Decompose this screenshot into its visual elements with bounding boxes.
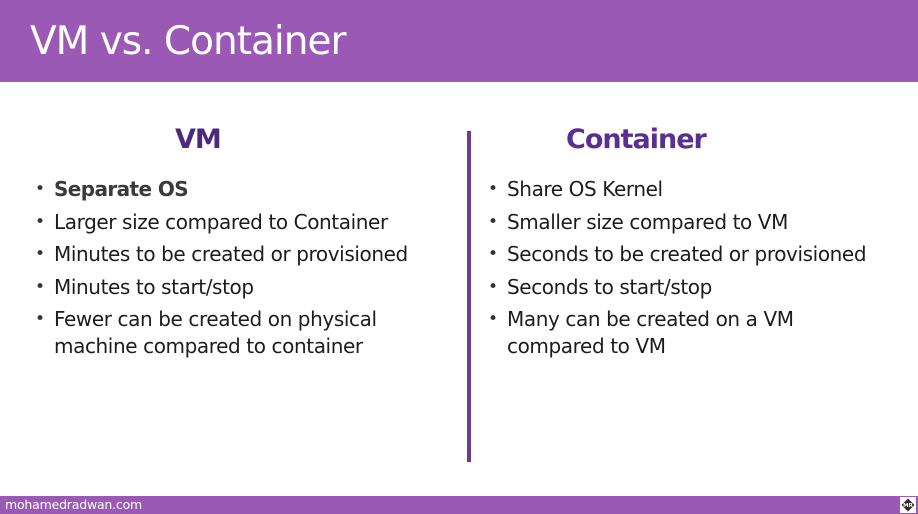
vm-bullet-text: Fewer can be created on physical machine …: [54, 306, 377, 360]
container-bullet-item: • Seconds to be created or provisioned: [488, 241, 913, 268]
bullet-line: Minutes to be created or provisioned: [54, 242, 408, 266]
bullet-dot-icon: •: [35, 211, 45, 232]
bullet-line: Share OS Kernel: [507, 177, 663, 201]
slide-header: VM vs. Container: [0, 0, 918, 82]
container-bullet-text: Share OS Kernel: [507, 176, 663, 203]
bullet-dot-icon: •: [35, 244, 45, 264]
container-bullet-item: • Many can be created on a VM compared to …: [488, 306, 913, 360]
vm-bullet-text: Minutes to be created or provisioned: [54, 241, 408, 268]
logo-lettering: MR: [903, 503, 913, 509]
column-divider: [467, 131, 471, 462]
vm-bullet-item: • Fewer can be created on physical machine…: [35, 306, 460, 360]
container-bullet-list: • Share OS Kernel • Smaller size compared t…: [488, 176, 913, 366]
footer-site-url: mohamedradwan.com: [5, 497, 143, 512]
bullet-line: Many can be created on a VM: [507, 307, 794, 331]
bullet-dot-icon: •: [35, 276, 45, 297]
container-bullet-text: Smaller size compared to VM: [507, 209, 788, 236]
bullet-line: Larger size compared to Container: [54, 209, 388, 234]
bullet-line: Separate OS: [54, 177, 189, 201]
vm-bullet-item: • Separate OS: [35, 176, 460, 203]
container-bullet-item: • Seconds to start/stop: [488, 274, 913, 301]
container-bullet-text: Seconds to be created or provisioned: [507, 241, 867, 268]
vm-bullet-item: • Minutes to be created or provisioned: [35, 241, 460, 268]
vm-bullet-text: Separate OS: [54, 176, 189, 203]
bullet-line: Seconds to be created or provisioned: [507, 242, 867, 266]
bullet-line: machine compared to container: [54, 334, 363, 358]
vm-bullet-item: • Minutes to start/stop: [35, 274, 460, 301]
vm-bullet-list: • Separate OS • Larger size compared to Con…: [35, 176, 460, 366]
bullet-dot-icon: •: [488, 211, 498, 232]
bullet-line: compared to VM: [507, 334, 666, 358]
bullet-dot-icon: •: [488, 309, 498, 329]
vm-bullet-text: Minutes to start/stop: [54, 274, 254, 301]
bullet-dot-icon: •: [35, 309, 45, 329]
bullet-line: Minutes to start/stop: [54, 274, 254, 299]
vm-bullet-text: Larger size compared to Container: [54, 209, 388, 236]
vm-column-heading: VM: [175, 124, 222, 155]
vm-bullet-item: • Larger size compared to Container: [35, 209, 460, 236]
container-bullet-text: Many can be created on a VM compared to V…: [507, 306, 794, 360]
slide-footer: mohamedradwan.com MR: [0, 496, 918, 514]
bullet-line: Fewer can be created on physical: [54, 307, 377, 331]
bullet-line: Seconds to start/stop: [507, 274, 712, 299]
slide-title: VM vs. Container: [30, 19, 346, 64]
container-column-heading: Container: [566, 124, 707, 155]
bullet-dot-icon: •: [35, 179, 45, 199]
mr-logo-icon: MR: [900, 497, 916, 513]
bullet-dot-icon: •: [488, 179, 498, 199]
bullet-dot-icon: •: [488, 276, 498, 297]
container-bullet-text: Seconds to start/stop: [507, 274, 712, 301]
bullet-line: Smaller size compared to VM: [507, 209, 788, 234]
container-bullet-item: • Smaller size compared to VM: [488, 209, 913, 236]
container-bullet-item: • Share OS Kernel: [488, 176, 913, 203]
bullet-dot-icon: •: [488, 244, 498, 264]
